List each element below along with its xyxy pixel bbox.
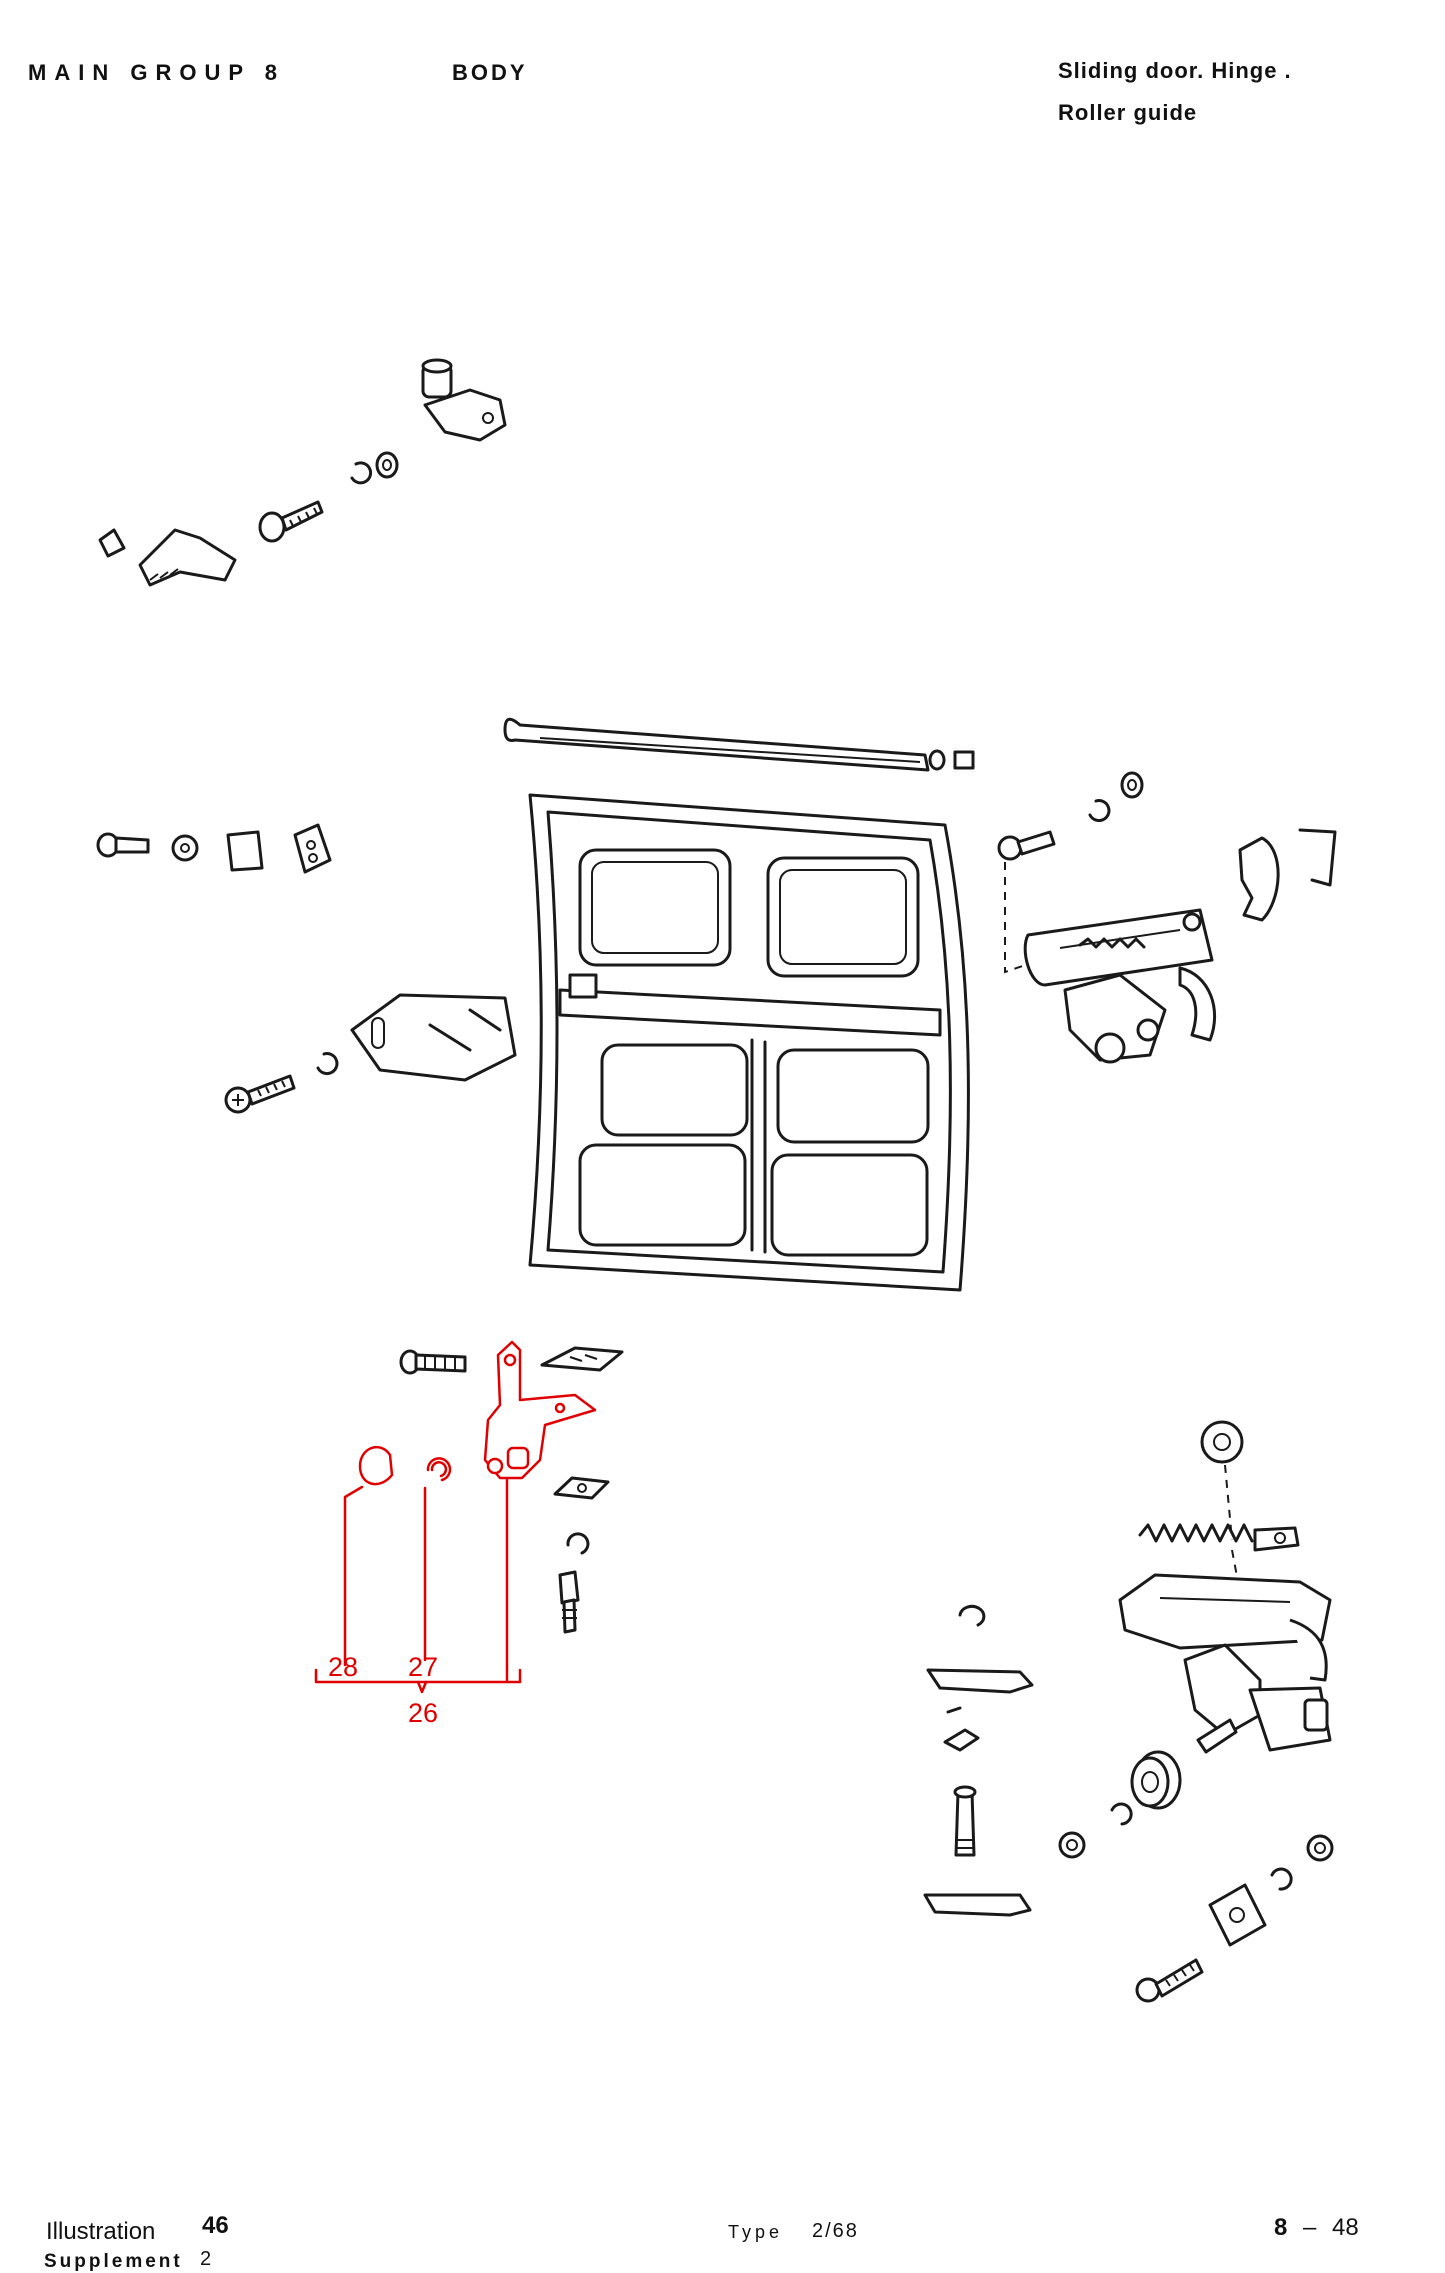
main-group-heading: MAIN GROUP 8	[28, 60, 285, 85]
illustration-number: 46	[202, 2212, 229, 2239]
section-heading: BODY	[452, 60, 528, 85]
upper-hinge-group	[98, 358, 507, 587]
page-title-line2: Roller guide	[1058, 100, 1198, 125]
page-title-line1: Sliding door. Hinge .	[1058, 58, 1292, 83]
type-value: 2/68	[812, 2220, 859, 2242]
callout-28: 28	[328, 1652, 358, 1682]
highlighted-hinge-assembly	[314, 1340, 624, 1694]
callout-26: 26	[408, 1698, 438, 1728]
left-fastener-group	[96, 823, 332, 874]
lower-roller-guide	[923, 1420, 1334, 2003]
callout-27: 27	[408, 1652, 438, 1682]
page-number-separator: –	[1303, 2214, 1317, 2241]
supplement-number: 2	[200, 2248, 212, 2270]
supplement-label: Supplement	[44, 2251, 183, 2272]
upper-roller-guide	[997, 771, 1337, 1064]
sliding-door-panel	[528, 793, 970, 1292]
page-group-number: 8	[1274, 2214, 1288, 2241]
type-label: Type	[728, 2222, 784, 2242]
center-hinge-bracket	[224, 993, 517, 1114]
upper-rail	[503, 717, 975, 772]
page-number: 48	[1332, 2214, 1359, 2241]
illustration-label: Illustration	[46, 2218, 156, 2245]
